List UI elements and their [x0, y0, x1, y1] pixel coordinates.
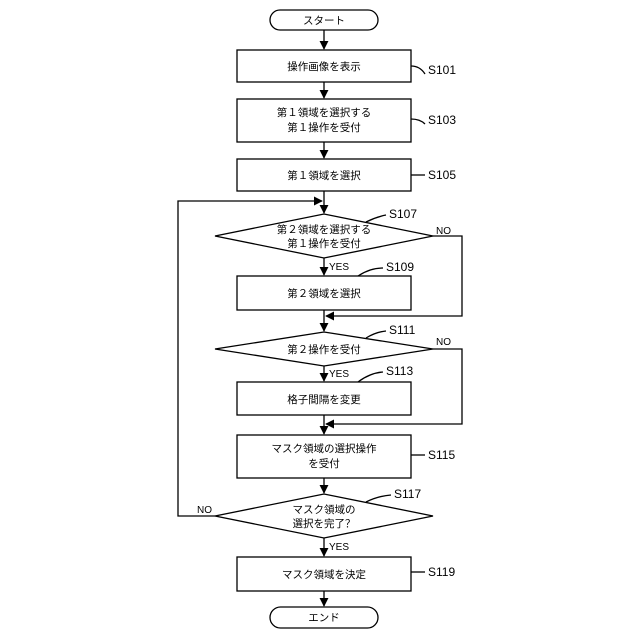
step-s105-id: S105 — [428, 168, 456, 182]
step-s115-text-line2: を受付 — [308, 457, 340, 470]
decision-s111: 第２操作を受付 — [215, 332, 433, 366]
decision-s117-leader — [366, 495, 391, 502]
step-s113-text: 格子間隔を変更 — [287, 393, 361, 406]
step-s105-text: 第１領域を選択 — [287, 169, 361, 182]
start-label: スタート — [303, 15, 345, 27]
decision-s117-yes-label: YES — [329, 542, 349, 553]
decision-s107-yes-label: YES — [329, 262, 349, 273]
decision-s111-text: 第２操作を受付 — [287, 343, 361, 356]
step-s103-leader — [411, 119, 425, 124]
step-s109-leader — [358, 268, 383, 276]
decision-s111-id: S111 — [389, 323, 416, 337]
step-s115-text-line1: マスク領域の選択操作 — [272, 442, 377, 455]
step-s103-text-line2: 第１操作を受付 — [287, 121, 361, 134]
end-label: エンド — [308, 612, 340, 624]
step-s119-box: マスク領域を決定 — [237, 557, 411, 591]
decision-s107-text-line2: 第１操作を受付 — [287, 237, 361, 250]
step-s119-text: マスク領域を決定 — [282, 568, 366, 581]
step-s115-box: マスク領域の選択操作 を受付 — [237, 435, 411, 478]
decision-s107-id: S107 — [389, 207, 417, 221]
decision-s107-text-line1: 第２領域を選択する — [277, 223, 372, 236]
step-s119-id: S119 — [428, 565, 455, 579]
decision-s111-yes-label: YES — [329, 369, 349, 380]
start-terminator: スタート — [270, 10, 378, 30]
decision-s111-leader — [366, 331, 386, 338]
decision-s117-text-line2: 選択を完了？ — [293, 517, 356, 530]
step-s113-box: 格子間隔を変更 — [237, 382, 411, 415]
step-s109-box: 第２領域を選択 — [237, 276, 411, 310]
decision-s107-leader — [366, 215, 386, 222]
end-terminator: エンド — [270, 607, 378, 628]
step-s105-box: 第１領域を選択 — [237, 159, 411, 191]
step-s113-id: S113 — [386, 364, 413, 378]
step-s101-text: 操作画像を表示 — [287, 60, 361, 73]
decision-s117-text-line1: マスク領域の — [293, 503, 356, 516]
step-s103-id: S103 — [428, 113, 456, 127]
decision-s117-no-label: NO — [197, 505, 212, 516]
step-s113-leader — [358, 372, 383, 382]
step-s115-id: S115 — [428, 448, 455, 462]
step-s103-box: 第１領域を選択する 第１操作を受付 — [237, 99, 411, 142]
step-s103-text-line1: 第１領域を選択する — [277, 106, 372, 119]
step-s101-leader — [411, 66, 425, 74]
step-s101-box: 操作画像を表示 — [237, 50, 411, 82]
decision-s111-no-label: NO — [436, 337, 451, 348]
step-s109-id: S109 — [386, 260, 414, 274]
step-s101-id: S101 — [428, 63, 456, 77]
decision-s117-id: S117 — [394, 487, 421, 501]
step-s109-text: 第２領域を選択 — [287, 287, 361, 300]
